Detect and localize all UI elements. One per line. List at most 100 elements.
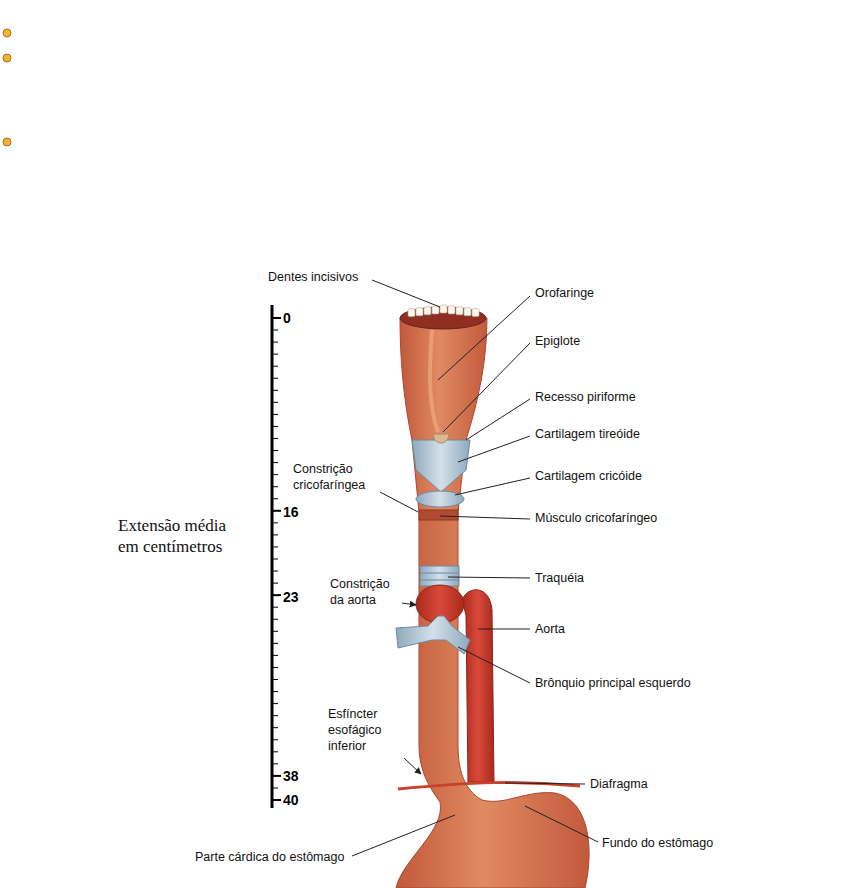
leader-lines bbox=[438, 296, 530, 380]
scale-number: 16 bbox=[283, 504, 299, 520]
larynx-cartilage bbox=[412, 434, 470, 507]
scale-number-box: 38 bbox=[283, 768, 299, 784]
ruler-tick bbox=[272, 691, 278, 692]
ruler-tick bbox=[272, 510, 281, 512]
ruler-tick bbox=[272, 378, 278, 379]
ruler-tick bbox=[272, 571, 278, 572]
leader-lines bbox=[478, 629, 530, 630]
bronchus bbox=[396, 616, 470, 654]
part-label: Brônquio principal esquerdo bbox=[535, 676, 691, 690]
bullet-dots bbox=[3, 138, 11, 146]
ruler-tick bbox=[272, 655, 278, 656]
leader-lines bbox=[352, 280, 598, 856]
leader-lines bbox=[458, 647, 530, 683]
tooth bbox=[456, 307, 463, 315]
scale-number-box: 23 bbox=[283, 589, 299, 605]
ruler-tick bbox=[272, 607, 278, 608]
ruler-tick bbox=[272, 775, 281, 777]
ruler-tick bbox=[272, 414, 278, 415]
esophagus-stomach bbox=[419, 510, 458, 520]
ruler-tick bbox=[272, 342, 278, 343]
ruler-tick bbox=[272, 787, 278, 788]
scale-number-box: 0 bbox=[283, 310, 291, 326]
part-label-box: Dentes incisivos bbox=[268, 269, 358, 285]
bullet-dots bbox=[3, 29, 11, 146]
leader-lines bbox=[440, 516, 530, 519]
scale-title: Extensão média em centímetros bbox=[118, 516, 226, 556]
part-label-box: Fundo do estômago bbox=[602, 835, 713, 851]
pharynx bbox=[400, 307, 487, 512]
leader-lines bbox=[448, 577, 530, 578]
part-label: Orofaringe bbox=[535, 286, 594, 300]
bullet-dots bbox=[3, 29, 11, 37]
ruler-tick bbox=[272, 619, 278, 620]
leader-lines bbox=[443, 343, 530, 432]
esophagus-stomach bbox=[396, 510, 589, 888]
tooth bbox=[416, 308, 423, 316]
ruler-tick bbox=[272, 438, 278, 439]
bronchus bbox=[396, 616, 470, 654]
part-label: Cartilagem tireóide bbox=[535, 427, 640, 441]
pharynx bbox=[430, 330, 438, 432]
ruler-tick bbox=[272, 631, 278, 632]
tooth bbox=[472, 309, 479, 317]
incisor-teeth bbox=[408, 305, 479, 317]
ruler-tick bbox=[272, 763, 278, 764]
ruler-tick bbox=[272, 390, 278, 391]
ruler-tick bbox=[272, 679, 278, 680]
ruler-tick bbox=[272, 583, 278, 584]
ruler-tick bbox=[272, 317, 281, 319]
leader-lines bbox=[458, 436, 530, 462]
ruler-tick bbox=[272, 667, 278, 668]
leader-lines bbox=[525, 806, 598, 842]
ruler-tick bbox=[272, 498, 278, 499]
scale-number: 40 bbox=[283, 792, 299, 808]
ruler-tick bbox=[272, 474, 278, 475]
ruler-tick bbox=[272, 462, 278, 463]
ruler-tick bbox=[272, 426, 278, 427]
ruler-tick bbox=[272, 703, 278, 704]
ruler-scale bbox=[271, 305, 274, 808]
tooth bbox=[440, 305, 447, 313]
ruler-tick bbox=[272, 594, 281, 596]
ruler-tick bbox=[272, 450, 278, 451]
scale-title-box: Extensão média em centímetros bbox=[118, 515, 250, 557]
part-label: Traquéia bbox=[535, 571, 584, 585]
part-label: Parte cárdica do estômago bbox=[195, 850, 344, 864]
descending-aorta bbox=[462, 590, 494, 782]
part-label-box: Epiglote bbox=[535, 333, 580, 349]
part-label-box: Traquéia bbox=[535, 570, 584, 586]
ruler-tick bbox=[272, 330, 278, 331]
bullet-dots bbox=[3, 54, 11, 62]
part-label-box: Cartilagem cricóide bbox=[535, 468, 642, 484]
ruler-tick bbox=[272, 546, 278, 547]
trachea bbox=[420, 566, 459, 586]
ruler-tick bbox=[272, 799, 281, 801]
larynx-cartilage bbox=[433, 434, 449, 443]
leader-lines bbox=[380, 492, 418, 512]
leader-lines bbox=[505, 783, 585, 784]
ruler-tick bbox=[272, 559, 278, 560]
part-label: Constrição cricofaríngea bbox=[293, 462, 365, 492]
part-label: Esfíncter esofágico inferior bbox=[328, 707, 382, 753]
part-label-box: Parte cárdica do estômago bbox=[195, 849, 344, 865]
ruler-tick bbox=[272, 751, 278, 752]
leader-lines bbox=[455, 478, 530, 495]
scale-number: 38 bbox=[283, 768, 299, 784]
ruler-tick bbox=[272, 715, 278, 716]
part-label: Dentes incisivos bbox=[268, 270, 358, 284]
part-label-box: Músculo cricofaríngeo bbox=[535, 510, 657, 526]
leader-lines bbox=[404, 758, 421, 774]
ruler-tick bbox=[272, 727, 278, 728]
larynx-cartilage bbox=[412, 440, 470, 492]
part-label-box: Orofaringe bbox=[535, 285, 594, 301]
ruler-tick bbox=[272, 522, 278, 523]
ruler-tick bbox=[272, 486, 278, 487]
tooth bbox=[448, 306, 455, 314]
tooth bbox=[408, 309, 415, 317]
part-label: Constrição da aorta bbox=[330, 577, 390, 607]
ruler-tick bbox=[272, 354, 278, 355]
descending-aorta bbox=[462, 590, 494, 782]
